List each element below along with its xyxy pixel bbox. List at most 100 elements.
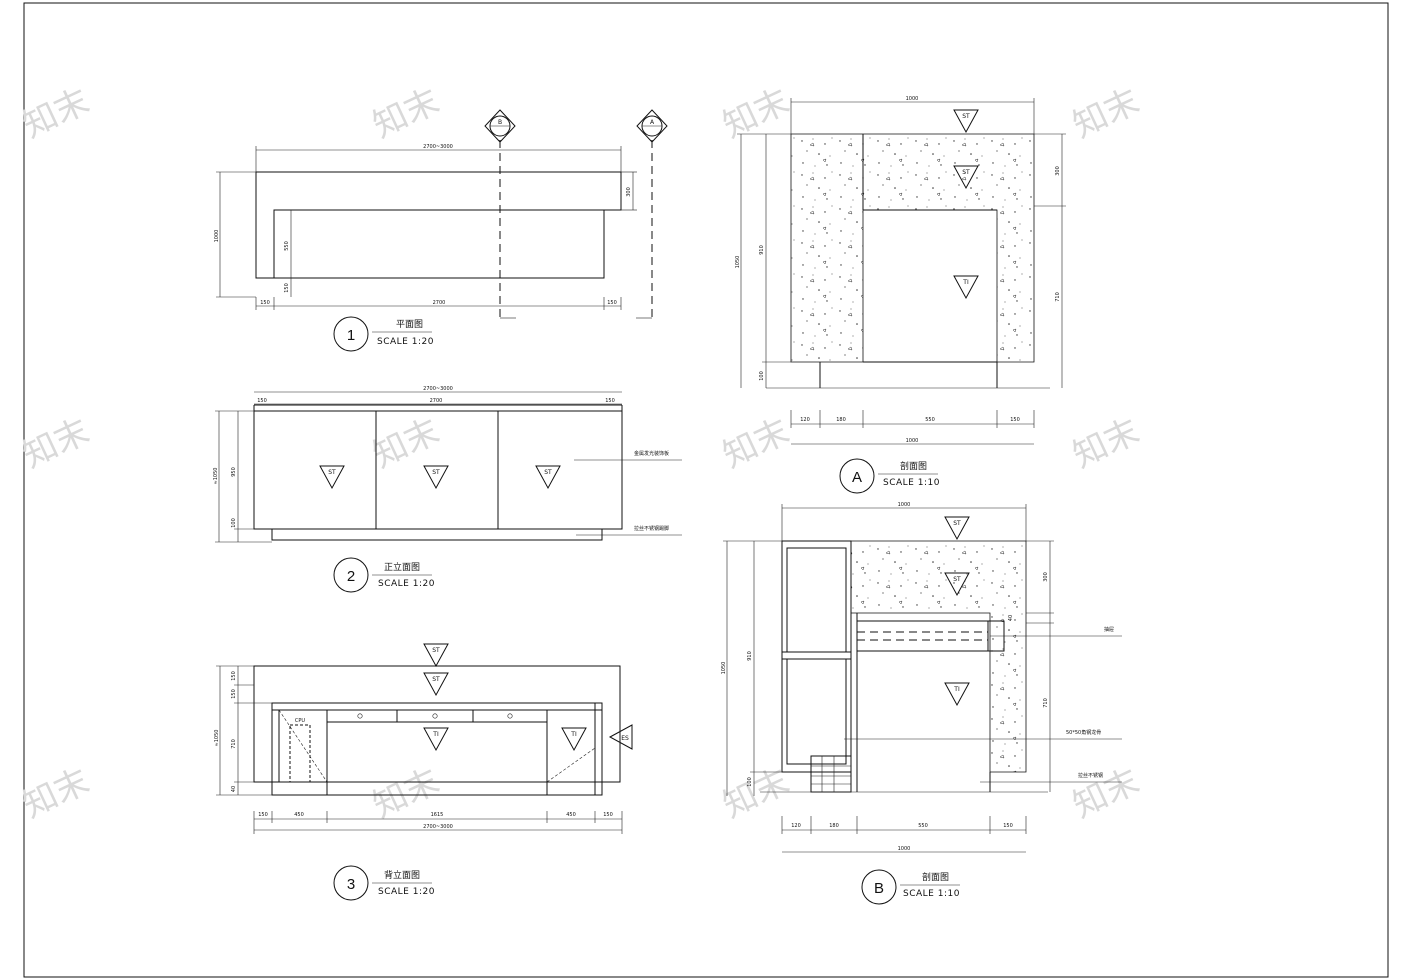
front-plinth [271,528,603,541]
section-a: ST ST TI 1000 300 710 1050 910 100 [735,96,1066,494]
watermark: 知末 [1067,81,1146,146]
material-tag-st: ST [423,672,449,697]
material-tag-st: ST [319,465,345,490]
front-number-circle [333,557,369,593]
section-b-title: 剖面图 [922,871,949,883]
sheet-border [23,2,1389,978]
section-b-scale: SCALE 1:10 [903,889,960,899]
plan-number-circle [333,316,369,352]
watermark: 知末 [1067,411,1146,476]
material-tag-st: ST [423,465,449,490]
section-a-letter: A [852,469,862,486]
watermark: 知末 [1067,761,1146,826]
section-b-dim-b3: 550 [918,823,928,829]
plan-scale: SCALE 1:20 [377,337,434,347]
section-b-dim-ltotal: 1050 [721,662,727,675]
material-tag-st: ST [423,643,449,668]
plan-dim-bottom: 150 [284,283,290,293]
drawer-knob [432,713,438,719]
back-dim-h2: 150 [231,689,237,699]
material-tag-ti: TI [953,275,979,300]
back-dim-h4: 40 [231,786,237,792]
section-a-dim-b2: 180 [836,417,846,423]
section-a-dim-top: 1000 [906,96,919,102]
watermark: 知末 [367,81,446,146]
watermark: 知末 [17,761,96,826]
back-number: 3 [347,876,355,893]
back-dim-w5: 150 [603,812,613,818]
section-b-dim-b1: 120 [791,823,801,829]
section-b: ST ST TI 抽屉 50*50角钢龙骨 拉丝不锈钢 1000 300 40 … [721,502,1122,905]
plan-dim-back: 300 [626,187,632,197]
drawer-3[interactable] [472,709,548,723]
section-b-dim-btotal: 1000 [898,846,911,852]
section-b-stone [850,540,1027,773]
front-scale: SCALE 1:20 [378,579,435,589]
svg-text:ST: ST [962,169,970,176]
material-tag-st: ST [944,572,970,597]
material-tag-ti: TI [423,727,449,752]
svg-text:A: A [650,119,655,126]
drawer-2[interactable] [396,709,474,723]
back-scale: SCALE 1:20 [378,887,435,897]
material-tag-st: ST [953,165,979,190]
back-dim-w4: 450 [566,812,576,818]
section-b-letter: B [874,880,884,897]
watermark-layer: 知末 知末 知末 知末 知末 知末 知末 知末 知末 知末 知末 知末 [17,81,1146,826]
svg-text:ST: ST [432,647,440,654]
svg-text:ST: ST [962,113,970,120]
plan-dim-center: 2700 [433,300,446,306]
section-b-note-steel: 50*50角钢龙骨 [1066,729,1101,736]
back-elevation: CPU ST ST TI TI ES [214,643,633,901]
material-tag-st: ST [535,465,561,490]
plan-dim-front: 550 [284,241,290,251]
svg-text:ST: ST [544,469,552,476]
svg-text:ST: ST [328,469,336,476]
section-b-cabinet [781,540,852,773]
section-b-dim-lmain: 910 [747,651,753,661]
svg-text:ST: ST [953,576,961,583]
section-b-dim-top: 1000 [898,502,911,508]
back-top-band [253,665,621,783]
back-desk [271,702,603,796]
section-a-dim-b1: 120 [800,417,810,423]
back-dim-w1: 150 [258,812,268,818]
material-tag-es: ES [608,724,633,750]
back-dim-w3: 1615 [431,812,444,818]
section-b-note-kick: 拉丝不锈钢 [1078,772,1103,779]
plan-dim-overall: 2700~3000 [423,144,453,150]
section-b-drawer[interactable] [856,620,989,652]
plan-dim-left: 150 [260,300,270,306]
section-a-title: 剖面图 [900,460,927,472]
svg-text:ST: ST [432,676,440,683]
front-dim-overall: 2700~3000 [423,386,453,392]
section-a-scale: SCALE 1:10 [883,478,940,488]
section-a-dim-rtop: 300 [1055,166,1061,176]
front-dim-upper: 950 [231,467,237,477]
section-b-dim-b4: 150 [1003,823,1013,829]
section-a-letter-circle [839,458,875,494]
front-dim-right: 150 [605,398,615,404]
section-b-dim-b2: 180 [829,823,839,829]
section-b-dim-bottomh: 100 [747,777,753,787]
front-dim-left: 150 [257,398,267,404]
svg-text:B: B [498,119,502,126]
front-number: 2 [347,568,355,585]
section-a-dim-rbottom: 710 [1055,292,1061,302]
watermark: 知末 [17,411,96,476]
back-dim-h1: 150 [231,671,237,681]
drawer-knob [507,713,513,719]
watermark: 知末 [717,411,796,476]
plan-dim-depth: 1000 [214,230,220,243]
material-tag-ti: TI [944,682,970,707]
back-title: 背立面图 [384,869,420,881]
section-a-dim-btotal: 1000 [906,438,919,444]
svg-text:ES: ES [621,735,629,742]
section-b-note-drawer: 抽屉 [1104,626,1114,633]
plan-front-block [273,209,605,279]
section-b-letter-circle [861,869,897,905]
front-dim-lower: 100 [231,518,237,528]
cpu-label: CPU [295,718,306,724]
cpu-box [289,724,311,783]
